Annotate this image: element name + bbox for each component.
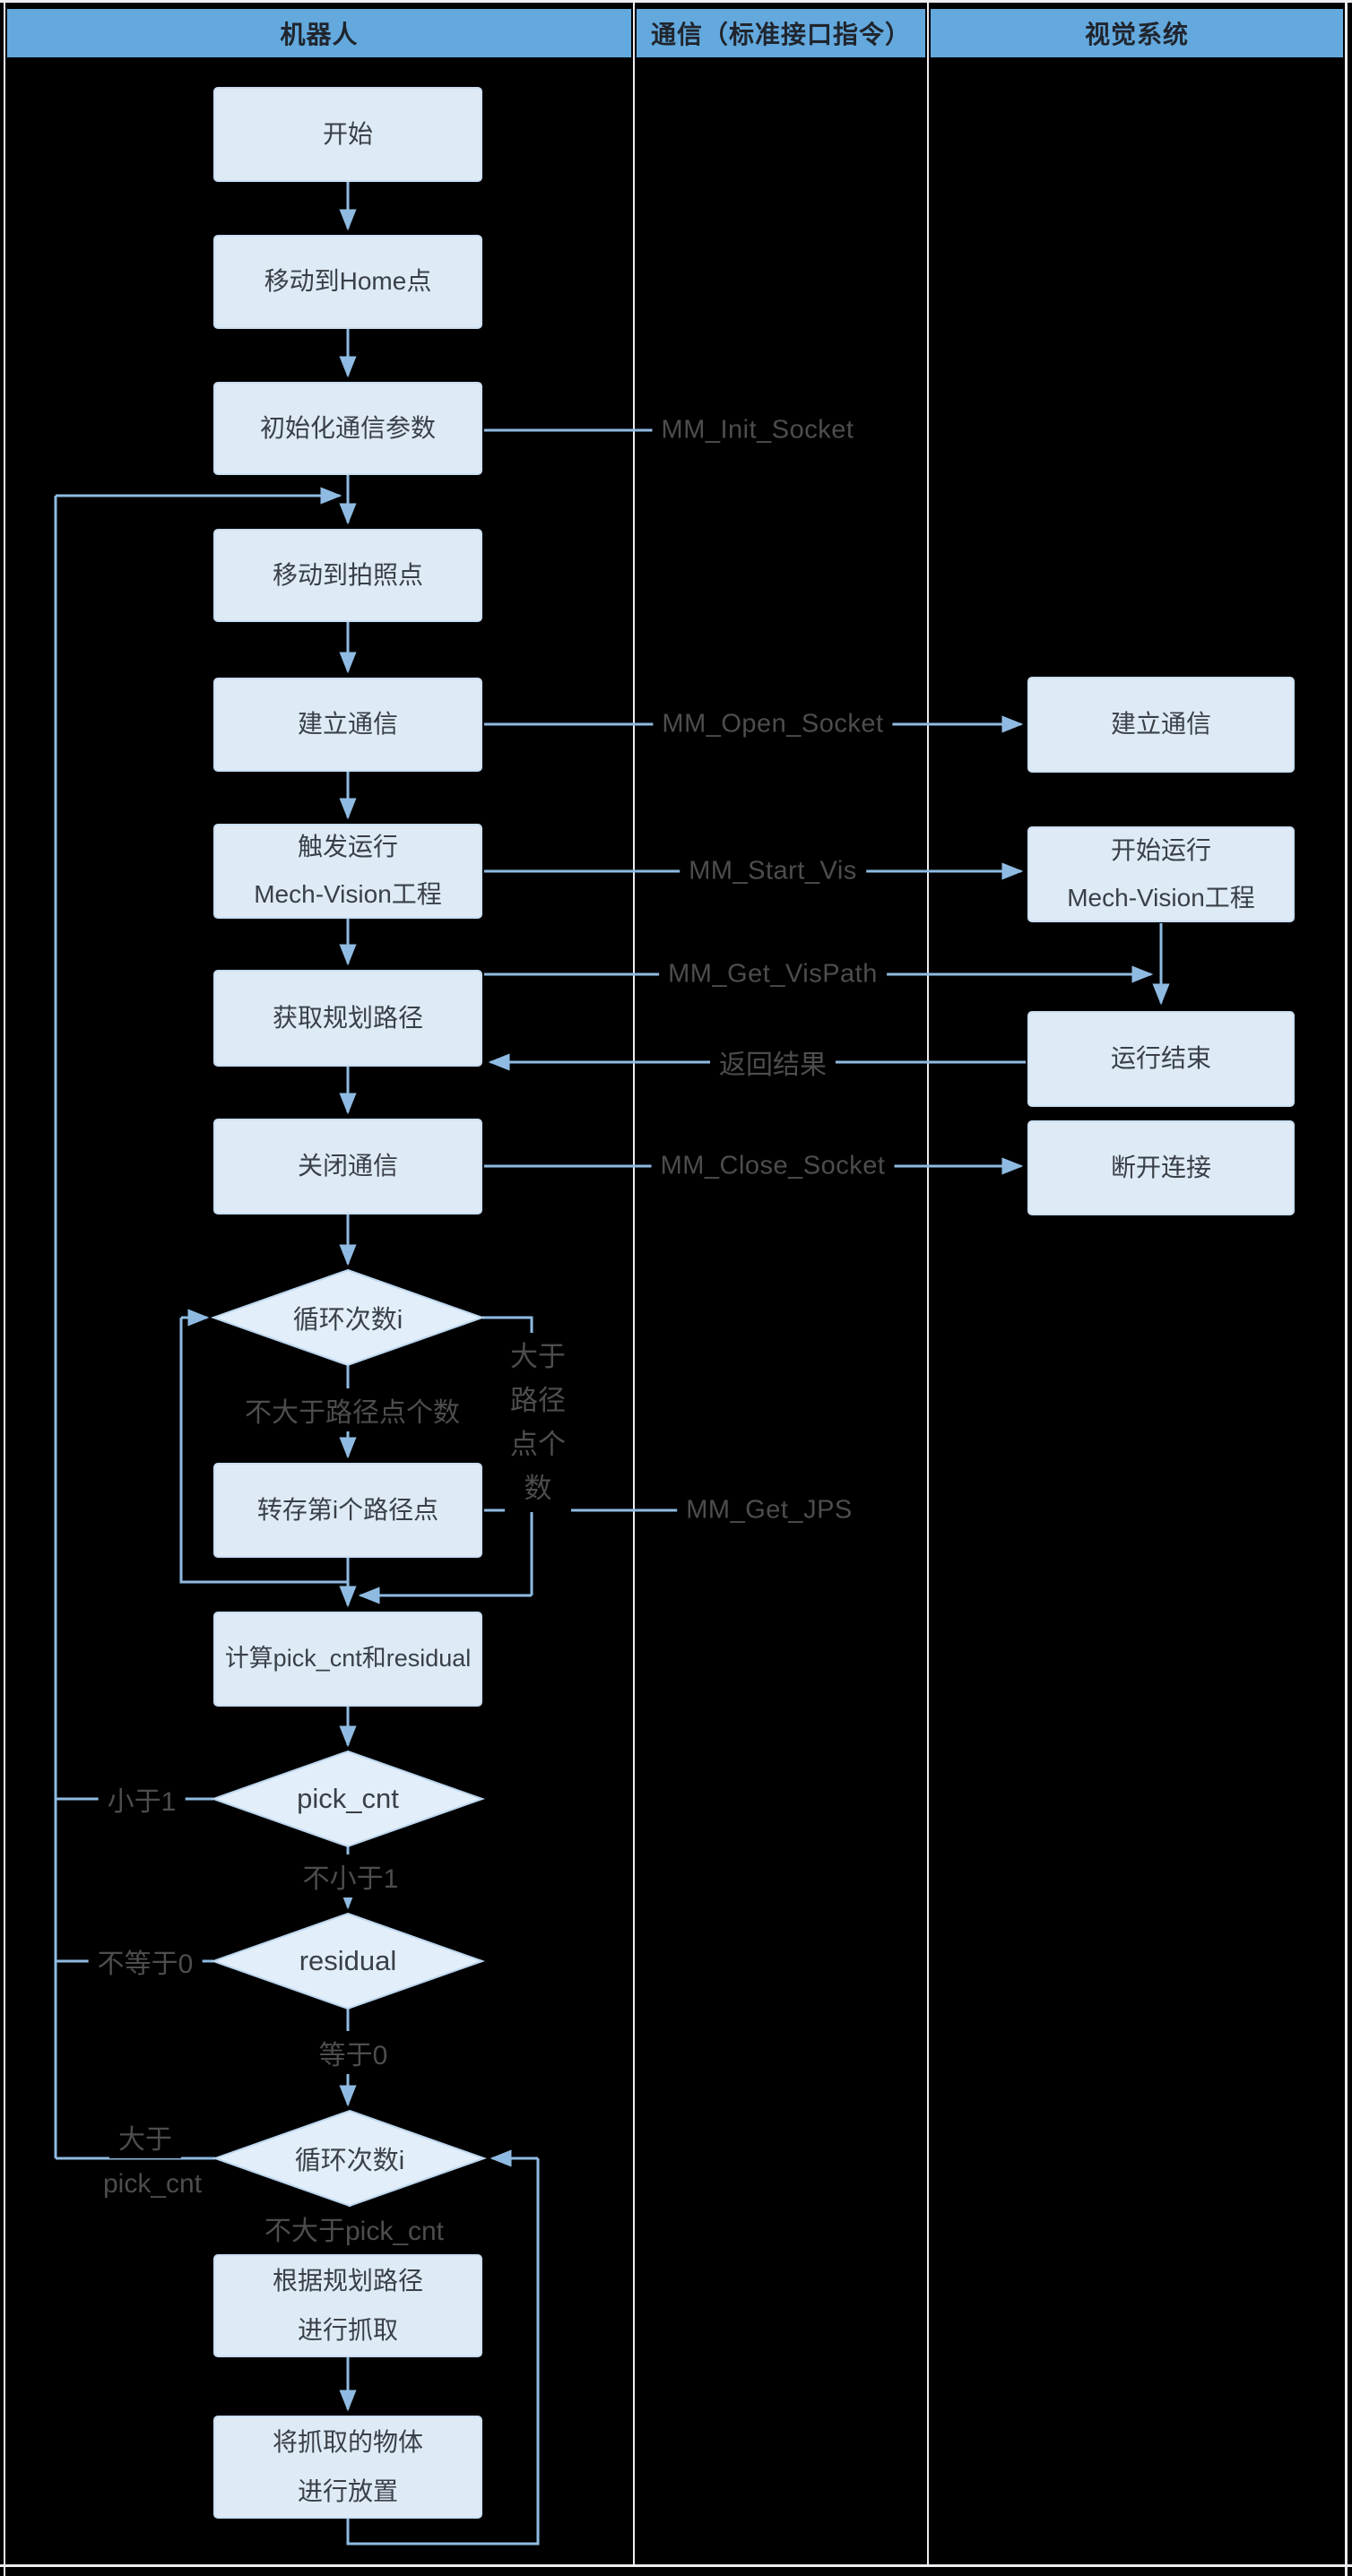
edge-label-greater-pick-cnt-text: pick_cnt xyxy=(102,2169,203,2199)
node-vision-start-line2: Mech-Vision工程 xyxy=(1067,883,1255,912)
node-save-point-label: 转存第i个路径点 xyxy=(256,1495,439,1524)
diamond-loop-count-2 xyxy=(212,2109,488,2208)
node-move-home-label: 移动到Home点 xyxy=(264,267,432,296)
lane-divider-1 xyxy=(633,3,635,2564)
edge-label-greater-path-count-line1: 大于 xyxy=(510,1341,566,1372)
diamond-residual-text: residual xyxy=(299,1945,397,1976)
edge-label-equal-0: 等于0 xyxy=(309,2031,397,2074)
edge-label-greater-word: 大于 xyxy=(109,2115,181,2158)
edge-label-not-greater-path-count-text: 不大于路径点个数 xyxy=(245,1398,460,1428)
node-close-comm: 关闭通信 xyxy=(213,1119,482,1215)
edge-label-equal-0-text: 等于0 xyxy=(318,2041,388,2070)
lane-header-communication-label: 通信（标准接口指令） xyxy=(650,21,911,48)
frame-right xyxy=(1345,0,1348,2576)
node-open-comm: 建立通信 xyxy=(213,678,482,772)
node-pick-line2: 进行抓取 xyxy=(297,2315,398,2344)
diamond-loop-count-2-text: 循环次数i xyxy=(294,2147,405,2175)
edge-label-mm-start-vis: MM_Start_Vis xyxy=(680,854,866,888)
lane-header-vision: 视觉系统 xyxy=(931,9,1343,57)
diamond-loop-count-1-label: 循环次数i xyxy=(293,1299,403,1336)
node-close-comm-label: 关闭通信 xyxy=(297,1152,398,1180)
edge-label-mm-get-jps: MM_Get_JPS xyxy=(677,1493,862,1527)
node-calc: 计算pick_cnt和residual xyxy=(213,1612,482,1707)
edge-label-not-greater-pick-cnt-text: 不大于pick_cnt xyxy=(264,2217,445,2246)
lane-header-communication: 通信（标准接口指令） xyxy=(637,9,925,57)
edge-label-not-equal-0-text: 不等于0 xyxy=(97,1949,194,1979)
node-pick: 根据规划路径 进行抓取 xyxy=(213,2254,482,2357)
node-vision-end: 运行结束 xyxy=(1027,1011,1295,1107)
edge-label-greater-path-count-line3: 点个 xyxy=(510,1429,566,1460)
edge-label-mm-get-vispath-text: MM_Get_VisPath xyxy=(668,959,878,989)
edge-label-not-less-than-1: 不小于1 xyxy=(293,1854,408,1897)
edge-label-greater-path-count-line2: 路径 xyxy=(510,1385,566,1416)
diamond-pick-cnt-label: pick_cnt xyxy=(297,1783,399,1815)
edge-label-mm-open-socket: MM_Open_Socket xyxy=(653,707,893,741)
node-vision-end-label: 运行结束 xyxy=(1110,1044,1211,1073)
edge-label-mm-start-vis-text: MM_Start_Vis xyxy=(689,856,857,886)
edge-label-mm-get-jps-text: MM_Get_JPS xyxy=(686,1495,853,1525)
node-save-point: 转存第i个路径点 xyxy=(213,1463,482,1558)
edge-label-return-result-text: 返回结果 xyxy=(719,1050,827,1080)
edge-label-not-greater-pick-cnt: 不大于pick_cnt xyxy=(255,2207,454,2250)
edge-label-mm-init-socket: MM_Init_Socket xyxy=(652,413,863,447)
lane-header-robot: 机器人 xyxy=(7,9,631,57)
node-vision-start-line1: 开始运行 xyxy=(1110,835,1211,864)
node-trigger-vision: 触发运行 Mech-Vision工程 xyxy=(213,824,482,919)
diamond-residual xyxy=(210,1912,486,2010)
node-init-params: 初始化通信参数 xyxy=(213,382,482,475)
node-vision-disconnect: 断开连接 xyxy=(1027,1120,1295,1215)
diamond-residual-label: residual xyxy=(299,1945,397,1977)
frame-top xyxy=(0,0,1352,3)
frame-bottom xyxy=(0,2564,1352,2567)
diamond-pick-cnt xyxy=(210,1750,486,1848)
node-open-comm-label: 建立通信 xyxy=(297,710,398,739)
diamond-loop-count-1-text: 循环次数i xyxy=(292,1306,403,1335)
lane-header-robot-label: 机器人 xyxy=(280,21,359,48)
edge-label-greater-path-count-line4: 数 xyxy=(524,1473,552,1504)
edge-label-not-less-than-1-text: 不小于1 xyxy=(302,1864,399,1894)
node-move-photo-label: 移动到拍照点 xyxy=(272,560,423,589)
edge-label-mm-get-vispath: MM_Get_VisPath xyxy=(659,957,887,991)
node-move-photo: 移动到拍照点 xyxy=(213,529,482,622)
node-init-params-label: 初始化通信参数 xyxy=(259,413,436,442)
edge-label-less-than-1: 小于1 xyxy=(98,1777,186,1820)
edge-label-greater-path-count: 大于 路径 点个 数 xyxy=(505,1333,571,1512)
node-place-line1: 将抓取的物体 xyxy=(272,2427,423,2456)
node-place: 将抓取的物体 进行放置 xyxy=(213,2416,482,2519)
node-calc-label: 计算pick_cnt和residual xyxy=(224,1645,472,1673)
edge-label-mm-open-socket-text: MM_Open_Socket xyxy=(662,709,884,739)
frame-left xyxy=(4,0,5,2576)
node-start: 开始 xyxy=(213,87,482,182)
node-vision-open-comm-label: 建立通信 xyxy=(1110,710,1211,739)
edge-label-mm-close-socket-text: MM_Close_Socket xyxy=(660,1151,886,1180)
diamond-loop-count-1 xyxy=(210,1268,486,1367)
edge-label-not-equal-0: 不等于0 xyxy=(88,1940,203,1983)
edge-label-greater-pick-cnt: pick_cnt xyxy=(93,2167,212,2201)
node-move-home: 移动到Home点 xyxy=(213,235,482,329)
edge-label-mm-init-socket-text: MM_Init_Socket xyxy=(661,415,854,445)
node-start-label: 开始 xyxy=(322,119,373,148)
node-place-line2: 进行放置 xyxy=(297,2477,398,2505)
edge-label-greater-word-text: 大于 xyxy=(118,2125,172,2155)
diamond-pick-cnt-text: pick_cnt xyxy=(297,1783,399,1814)
edge-label-mm-close-socket: MM_Close_Socket xyxy=(651,1149,895,1183)
node-get-path: 获取规划路径 xyxy=(213,970,482,1067)
node-vision-disconnect-label: 断开连接 xyxy=(1110,1153,1211,1181)
node-trigger-vision-line1: 触发运行 xyxy=(297,833,398,861)
node-vision-open-comm: 建立通信 xyxy=(1027,677,1295,773)
node-vision-start: 开始运行 Mech-Vision工程 xyxy=(1027,826,1295,922)
lane-header-vision-label: 视觉系统 xyxy=(1084,21,1189,48)
edge-label-not-greater-path-count: 不大于路径点个数 xyxy=(236,1388,469,1431)
edge-label-less-than-1-text: 小于1 xyxy=(107,1787,177,1817)
node-get-path-label: 获取规划路径 xyxy=(272,1003,423,1032)
node-pick-line1: 根据规划路径 xyxy=(272,2266,423,2295)
node-trigger-vision-line2: Mech-Vision工程 xyxy=(254,880,442,908)
edge-label-return-result: 返回结果 xyxy=(710,1041,836,1084)
diamond-loop-count-2-label: 循环次数i xyxy=(295,2139,404,2177)
lane-divider-2 xyxy=(927,3,929,2564)
